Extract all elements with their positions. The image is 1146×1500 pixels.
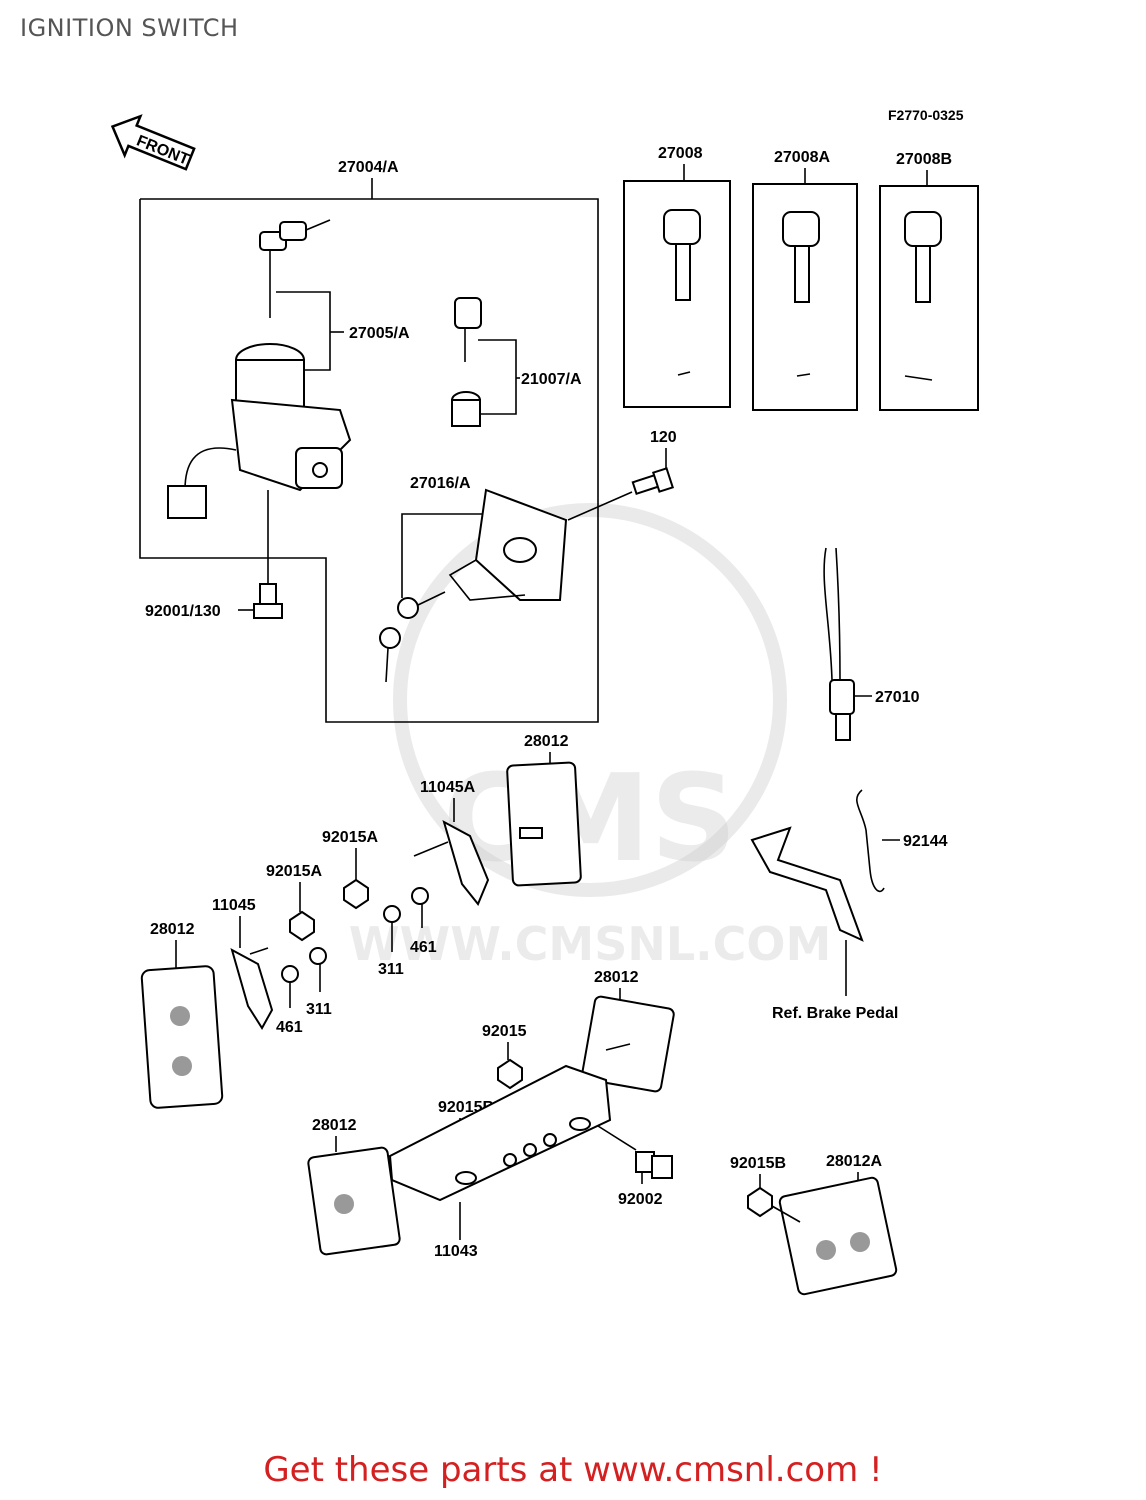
washer-icon: [383, 905, 401, 923]
key-blank-27008A-icon: [752, 183, 858, 411]
seat-lock-icon: [379, 488, 568, 683]
label-27008B: 27008B: [896, 151, 952, 168]
label-27010: 27010: [875, 689, 920, 706]
washer-icon: [309, 947, 327, 965]
label-311-1: 311: [378, 961, 404, 978]
label-92015B-2: 92015B: [730, 1155, 786, 1172]
key-set-icon: [259, 219, 331, 318]
label-92144: 92144: [903, 833, 948, 850]
brake-switch-icon: [823, 547, 855, 741]
label-27005A: 27005/A: [349, 325, 410, 342]
label-27004A: 27004/A: [338, 159, 399, 176]
nut-icon: [497, 1058, 523, 1090]
reflector-top-icon: [506, 761, 582, 887]
screw-icon: [631, 467, 675, 495]
figure-code: F2770-0325: [888, 107, 964, 123]
assembly-frame: [139, 198, 599, 723]
promo-footer[interactable]: Get these parts at www.cmsnl.com !: [263, 1450, 883, 1490]
label-120: 120: [650, 429, 677, 446]
washer-icon: [281, 965, 299, 983]
license-bracket-icon: [388, 1064, 612, 1202]
watermark: CMS WWW.CMSNL.COM: [349, 503, 832, 971]
reflector-28012A-icon: [778, 1176, 898, 1296]
bracket-11045A-icon: [413, 819, 490, 906]
bracket-11045-icon: [230, 947, 274, 1030]
label-11045: 11045: [212, 897, 256, 914]
ignition-switch-icon: [167, 343, 352, 519]
label-28012A: 28012A: [826, 1153, 882, 1170]
label-28012-mid: 28012: [594, 969, 639, 986]
lock-key-icon: [451, 297, 482, 427]
reflector-left-icon: [140, 965, 224, 1109]
label-ref-brake-pedal: Ref. Brake Pedal: [772, 1005, 898, 1022]
key-blank-27008B-icon: [879, 185, 979, 411]
label-92001-130: 92001/130: [145, 603, 221, 620]
label-28012-bottom: 28012: [312, 1117, 357, 1134]
label-28012-left: 28012: [150, 921, 195, 938]
washer-icon: [411, 887, 429, 905]
label-461-2: 461: [276, 1019, 303, 1036]
nut-icon: [747, 1186, 773, 1218]
key-blank-27008-icon: [623, 180, 731, 408]
nut-icon: [343, 878, 369, 910]
label-311-2: 311: [306, 1001, 332, 1018]
reflector-bottom-icon: [307, 1146, 401, 1256]
page-title: IGNITION SWITCH: [20, 14, 239, 42]
brake-pedal-icon: [750, 826, 864, 942]
spring-icon: [856, 789, 885, 893]
bolt-icon: [635, 1151, 673, 1179]
label-461-1: 461: [410, 939, 437, 956]
label-27008A: 27008A: [774, 149, 830, 166]
label-28012-top: 28012: [524, 733, 569, 750]
bolt-icon: [253, 583, 283, 619]
label-92015A-1: 92015A: [322, 829, 378, 846]
watermark-logo: CMS: [443, 750, 737, 889]
label-11043: 11043: [434, 1243, 478, 1260]
label-11045A: 11045A: [420, 779, 476, 796]
label-21007A: 21007/A: [521, 371, 582, 388]
label-27016A: 27016/A: [410, 475, 471, 492]
label-92015: 92015: [482, 1023, 527, 1040]
label-92002: 92002: [618, 1191, 663, 1208]
label-92015A-2: 92015A: [266, 863, 322, 880]
reflector-mid-icon: [581, 995, 675, 1093]
watermark-url: WWW.CMSNL.COM: [349, 917, 832, 971]
front-arrow-icon: FRONT: [110, 114, 196, 171]
label-27008: 27008: [658, 145, 703, 162]
nut-icon: [289, 910, 315, 942]
